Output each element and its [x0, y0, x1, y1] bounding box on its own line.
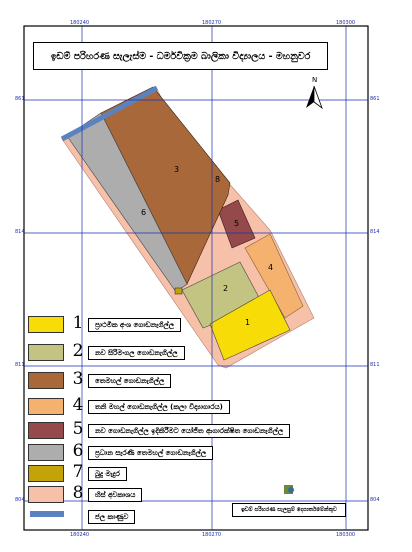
grid-label-right-4: 804	[370, 497, 380, 503]
drain-line	[60, 85, 159, 142]
legend-swatch	[28, 422, 64, 439]
legend-number: 3	[72, 369, 84, 389]
grid-label-left-1: 861	[15, 96, 25, 102]
legend-swatch	[28, 398, 64, 415]
legend-swatch	[28, 465, 64, 482]
map-area-7	[174, 287, 183, 295]
legend-swatch-drain	[30, 511, 64, 517]
legend-swatch	[28, 372, 64, 389]
legend-label: ප්‍රධාන සැරණි තෙමහල් ගොඩනැගිල්ල	[88, 446, 214, 460]
legend-label: නව ගොඩනැගිල්ල ඉදිකිරීමට යෝජිත ආගාරක්ෂිත …	[88, 424, 291, 438]
footer-credit: ඉඩම් පරිහරණ සැලසුම් දෙපාර්තමේන්තුව	[232, 503, 346, 517]
grid-label-right-3: 811	[370, 362, 380, 368]
legend-swatch	[28, 444, 64, 461]
grid-label-top-2: 180270	[202, 20, 222, 26]
legend-label: ප්‍රාථමික අංශ ගොඩනැගිල්ල	[88, 318, 182, 332]
grid-label-left-3: 811	[15, 362, 25, 368]
grid-label-bottom-1: 180240	[70, 532, 90, 538]
map-number-2: 2	[223, 284, 228, 293]
map-area-1	[209, 289, 291, 361]
legend-label: තනි මහල් ගොඩනැගිල්ල (කලා විද්‍යාගාරය)	[88, 400, 230, 414]
grid-label-left-4: 804	[15, 497, 25, 503]
map-area-5	[217, 199, 256, 249]
map-number-3: 3	[174, 165, 179, 174]
map-frame	[23, 25, 369, 531]
map-number-6: 6	[141, 208, 146, 217]
legend-swatch	[28, 344, 64, 361]
legend-number: 6	[72, 441, 84, 461]
grid-label-bottom-2: 180270	[202, 532, 222, 538]
grid-label-right-2: 814	[370, 229, 380, 235]
legend-swatch	[28, 486, 64, 503]
grid-label-top-3: 180300	[336, 20, 356, 26]
north-arrow-icon: N	[306, 76, 323, 110]
map-title: ඉඩම් පරිහරණ සැලැස්ම - ධර්මවික්‍රම බාලිකා…	[33, 42, 328, 70]
map-number-8: 8	[215, 175, 220, 184]
legend-swatch	[28, 316, 64, 333]
legend-label: බුදු මැදුර	[88, 467, 127, 481]
legend-number: 4	[72, 395, 84, 415]
grid-label-bottom-3: 180300	[336, 532, 356, 538]
legend-label: නව සිරිමංගල ගොඩනැගිල්ල	[88, 346, 185, 360]
legend-number: 5	[72, 419, 84, 439]
map-number-4: 4	[268, 263, 273, 272]
legend-label: තෙමහල් ගොඩනැගිල්ල	[88, 374, 172, 388]
legend-number: 1	[72, 313, 84, 333]
grid-label-right-1: 861	[370, 96, 380, 102]
svg-text:N: N	[312, 76, 317, 84]
legend-number: 7	[72, 462, 84, 482]
legend-label: ජල කාණුව	[88, 510, 136, 524]
map-area-6	[66, 112, 188, 293]
legend-number: 8	[72, 483, 84, 503]
map-number-1: 1	[245, 318, 250, 327]
legend-number: 2	[72, 341, 84, 361]
map-number-5: 5	[234, 219, 239, 228]
grid-label-top-1: 180240	[70, 20, 90, 26]
legend-label: හිස් අවකාශය	[88, 488, 143, 502]
grid-label-left-2: 814	[15, 229, 25, 235]
department-logo-icon	[284, 485, 294, 494]
